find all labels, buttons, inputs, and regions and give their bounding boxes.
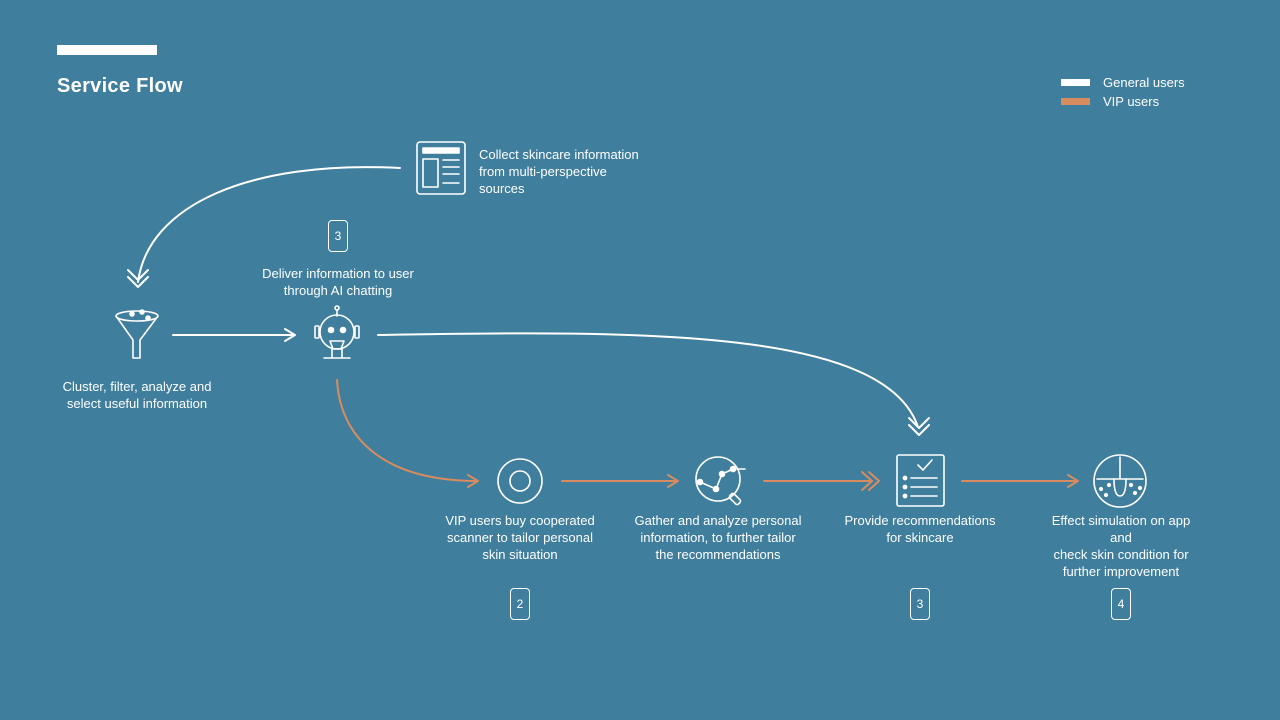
legend: General users VIP users: [1061, 73, 1185, 111]
page-title: Service Flow: [57, 75, 183, 97]
legend-swatch-vip: [1061, 98, 1090, 105]
arrowhead-simulate: [1067, 474, 1079, 488]
arrowhead-ai: [284, 328, 296, 342]
checklist-icon: [896, 454, 945, 507]
scanner-icon: [497, 458, 543, 504]
connector-ai-to-scanner: [336, 379, 476, 482]
connector-ai-to-recommend: [377, 332, 919, 428]
step-badge-vip-scanner: 2: [510, 588, 530, 620]
step-badge-simulate: 4: [1111, 588, 1131, 620]
arrowhead-cluster: [127, 269, 149, 288]
legend-swatch-general: [1061, 79, 1090, 86]
legend-label-general: General users: [1103, 75, 1185, 90]
caption-gather: Gather and analyze personal information,…: [634, 513, 802, 562]
arrowhead-gather: [667, 474, 679, 488]
step-badge-recommend: 3: [910, 588, 930, 620]
legend-item-vip: VIP users: [1061, 92, 1185, 111]
arrowhead-recommend-vip: [861, 471, 880, 491]
robot-icon: [314, 305, 360, 359]
caption-recommend: Provide recommendations for skincare: [844, 513, 996, 545]
arrowhead-recommend: [908, 417, 930, 436]
step-badge-deliver: 3: [328, 220, 348, 252]
caption-vip-scanner: VIP users buy cooperated scanner to tail…: [445, 513, 595, 562]
caption-cluster: Cluster, filter, analyze and select usef…: [62, 379, 212, 411]
funnel-icon: [115, 309, 159, 359]
caption-deliver: Deliver information to user through AI c…: [262, 266, 414, 298]
title-accent-bar: [57, 45, 157, 55]
legend-item-general: General users: [1061, 73, 1185, 92]
skin-layer-icon: [1093, 454, 1147, 508]
connector-collect-to-cluster: [137, 166, 401, 283]
document-icon: [416, 141, 466, 195]
analyze-chart-icon: [695, 456, 746, 506]
caption-simulate: Effect simulation on app and check skin …: [1051, 513, 1191, 579]
legend-label-vip: VIP users: [1103, 94, 1160, 109]
arrowhead-scanner: [467, 474, 479, 488]
caption-collect: Collect skincare information from multi-…: [479, 147, 639, 196]
